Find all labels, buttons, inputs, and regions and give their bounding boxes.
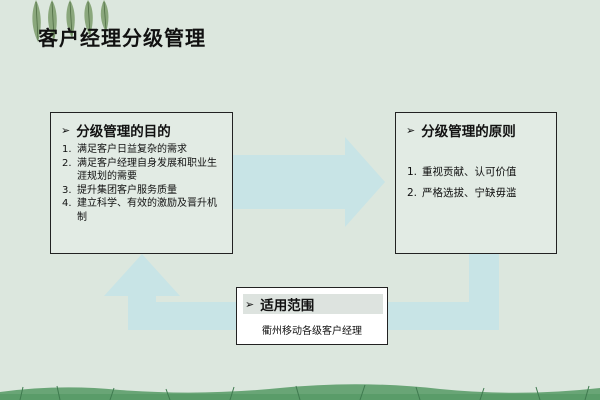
chevron-right-icon: ➢ xyxy=(61,123,71,137)
list-item: 2.满足客户经理自身发展和职业生涯规划的需要 xyxy=(62,157,217,183)
scope-heading: 适用范围 xyxy=(260,298,315,314)
leaves-decoration xyxy=(32,0,109,42)
scope-box: ➢ 适用范围 衢州移动各级客户经理 xyxy=(236,287,388,345)
list-item: 4.建立科学、有效的激励及晋升机制 xyxy=(62,198,217,223)
chevron-right-icon: ➢ xyxy=(245,297,255,311)
goal-heading: 分级管理的目的 xyxy=(76,124,171,140)
principle-list: 1.重视贡献、认可价值 2.严格选拔、宁缺毋滥 xyxy=(396,162,556,204)
list-item: 3.提升集团客户服务质量 xyxy=(62,184,177,196)
list-item: 1.满足客户日益复杂的需求 xyxy=(62,144,187,155)
principle-heading: 分级管理的原则 xyxy=(421,124,516,140)
goal-list: 1.满足客户日益复杂的需求 2.满足客户经理自身发展和职业生涯规划的需要 3.提… xyxy=(51,143,232,224)
list-item: 1.重视贡献、认可价值 xyxy=(407,166,517,178)
goal-box: ➢ 分级管理的目的 1.满足客户日益复杂的需求 2.满足客户经理自身发展和职业生… xyxy=(50,112,233,254)
scope-text: 衢州移动各级客户经理 xyxy=(262,326,362,337)
right-arrow xyxy=(233,137,385,227)
chevron-right-icon: ➢ xyxy=(406,123,416,137)
principle-box: ➢ 分级管理的原则 1.重视贡献、认可价值 2.严格选拔、宁缺毋滥 xyxy=(395,112,557,254)
grass-decoration xyxy=(0,384,600,400)
loop-arrow xyxy=(104,254,499,330)
list-item: 2.严格选拔、宁缺毋滥 xyxy=(407,187,517,199)
page-title: 客户经理分级管理 xyxy=(38,26,206,50)
